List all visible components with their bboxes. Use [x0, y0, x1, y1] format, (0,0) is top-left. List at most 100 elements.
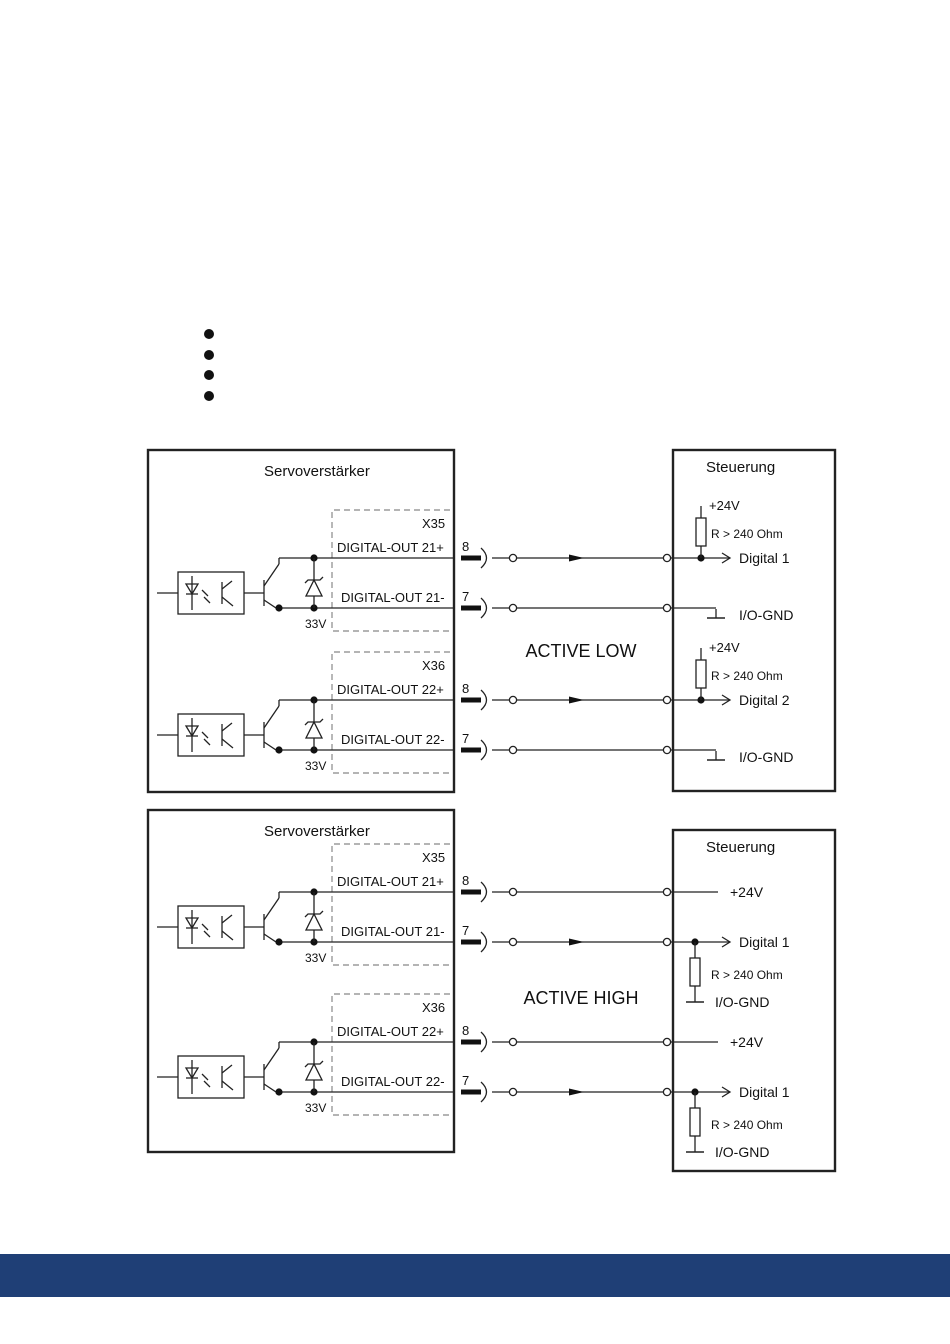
terminal — [508, 695, 518, 705]
phototransistor-collector — [221, 1064, 233, 1074]
mode-label: ACTIVE LOW — [525, 641, 636, 661]
led-rays — [201, 589, 211, 604]
terminal — [508, 553, 518, 563]
controller-box — [671, 828, 837, 1173]
output-plus-label: DIGITAL-OUT 22+ — [337, 682, 444, 697]
phototransistor-emitter — [221, 596, 234, 607]
resistor-label: R > 240 Ohm — [711, 968, 783, 982]
output-minus-label: DIGITAL-OUT 22- — [341, 732, 445, 747]
output-minus-label: DIGITAL-OUT 21- — [341, 590, 445, 605]
input-arrow — [721, 552, 732, 564]
clamp-voltage-label: 33V — [305, 1101, 326, 1115]
bullet — [204, 370, 214, 380]
optocoupler-box — [177, 905, 245, 949]
zener-bar — [304, 1060, 324, 1068]
phototransistor-collector — [221, 914, 233, 924]
input-label: Digital 1 — [739, 550, 790, 566]
connector-label: X36 — [422, 1000, 445, 1015]
zener-bar — [304, 576, 324, 584]
signal-arrow — [569, 696, 584, 704]
zener-symbol — [304, 912, 324, 931]
terminal — [662, 1087, 672, 1097]
terminal — [662, 745, 672, 755]
mode-label: ACTIVE HIGH — [523, 988, 638, 1008]
socket-symbol — [480, 1081, 488, 1103]
pin-number: 8 — [462, 873, 469, 888]
pin-number: 8 — [462, 539, 469, 554]
pin-number: 7 — [462, 731, 469, 746]
bullet — [204, 329, 214, 339]
optocoupler-box — [177, 713, 245, 757]
bullet — [204, 349, 214, 360]
connector-label: X36 — [422, 658, 445, 673]
pulldown-resistor — [689, 957, 701, 987]
controller-title: Steuerung — [706, 839, 775, 856]
signal-arrow — [569, 1088, 584, 1096]
transistor-collector — [263, 1047, 280, 1071]
pullup-resistor — [695, 517, 707, 547]
pin-contact — [461, 889, 481, 895]
signal-arrow — [569, 554, 584, 562]
controller-box — [671, 448, 837, 793]
terminal — [662, 603, 672, 613]
terminal — [662, 695, 672, 705]
supply-label: +24V — [709, 498, 740, 513]
phototransistor-collector — [221, 722, 233, 732]
supply-label: +24V — [709, 640, 740, 655]
junction-dot — [275, 1088, 283, 1096]
pin-number: 7 — [462, 1073, 469, 1088]
socket-symbol — [480, 689, 488, 711]
pin-contact — [461, 1089, 481, 1095]
servo-amplifier-title: Servoverstärker — [264, 463, 370, 480]
socket-symbol — [480, 597, 488, 619]
junction-dot — [275, 604, 283, 612]
terminal — [508, 745, 518, 755]
phototransistor-emitter — [221, 1080, 234, 1091]
terminal — [508, 937, 518, 947]
pin-contact — [461, 1039, 481, 1045]
gnd-label: I/O-GND — [739, 607, 793, 623]
zener-symbol — [304, 1062, 324, 1081]
input-arrow — [721, 694, 732, 706]
socket-symbol — [480, 739, 488, 761]
input-arrow — [721, 936, 732, 948]
gnd-label: I/O-GND — [739, 749, 793, 765]
phototransistor-collector — [221, 580, 233, 590]
transistor-collector — [263, 705, 280, 729]
terminal — [662, 887, 672, 897]
socket-symbol — [480, 881, 488, 903]
pin-number: 7 — [462, 589, 469, 604]
output-plus-label: DIGITAL-OUT 21+ — [337, 874, 444, 889]
zener-symbol — [304, 720, 324, 739]
servo-amplifier-box — [146, 448, 456, 794]
supply-label: +24V — [730, 1034, 764, 1050]
phototransistor-emitter — [221, 738, 234, 749]
resistor-label: R > 240 Ohm — [711, 527, 783, 541]
optocoupler-box — [177, 571, 245, 615]
terminal — [662, 1037, 672, 1047]
resistor-label: R > 240 Ohm — [711, 669, 783, 683]
transistor-collector — [263, 897, 280, 921]
optocoupler-box — [177, 1055, 245, 1099]
input-label: Digital 1 — [739, 1084, 790, 1100]
socket-symbol — [480, 1031, 488, 1053]
socket-symbol — [480, 931, 488, 953]
pin-number: 7 — [462, 923, 469, 938]
terminal — [662, 553, 672, 563]
output-plus-label: DIGITAL-OUT 22+ — [337, 1024, 444, 1039]
pulldown-resistor — [689, 1107, 701, 1137]
bullet-list — [204, 329, 214, 411]
pin-contact — [461, 939, 481, 945]
socket-symbol — [480, 547, 488, 569]
terminal — [508, 1087, 518, 1097]
terminal — [662, 937, 672, 947]
connector-label: X35 — [422, 850, 445, 865]
terminal — [508, 887, 518, 897]
phototransistor-emitter — [221, 930, 234, 941]
clamp-voltage-label: 33V — [305, 759, 326, 773]
pin-number: 8 — [462, 681, 469, 696]
clamp-voltage-label: 33V — [305, 951, 326, 965]
zener-bar — [304, 910, 324, 918]
pin-number: 8 — [462, 1023, 469, 1038]
